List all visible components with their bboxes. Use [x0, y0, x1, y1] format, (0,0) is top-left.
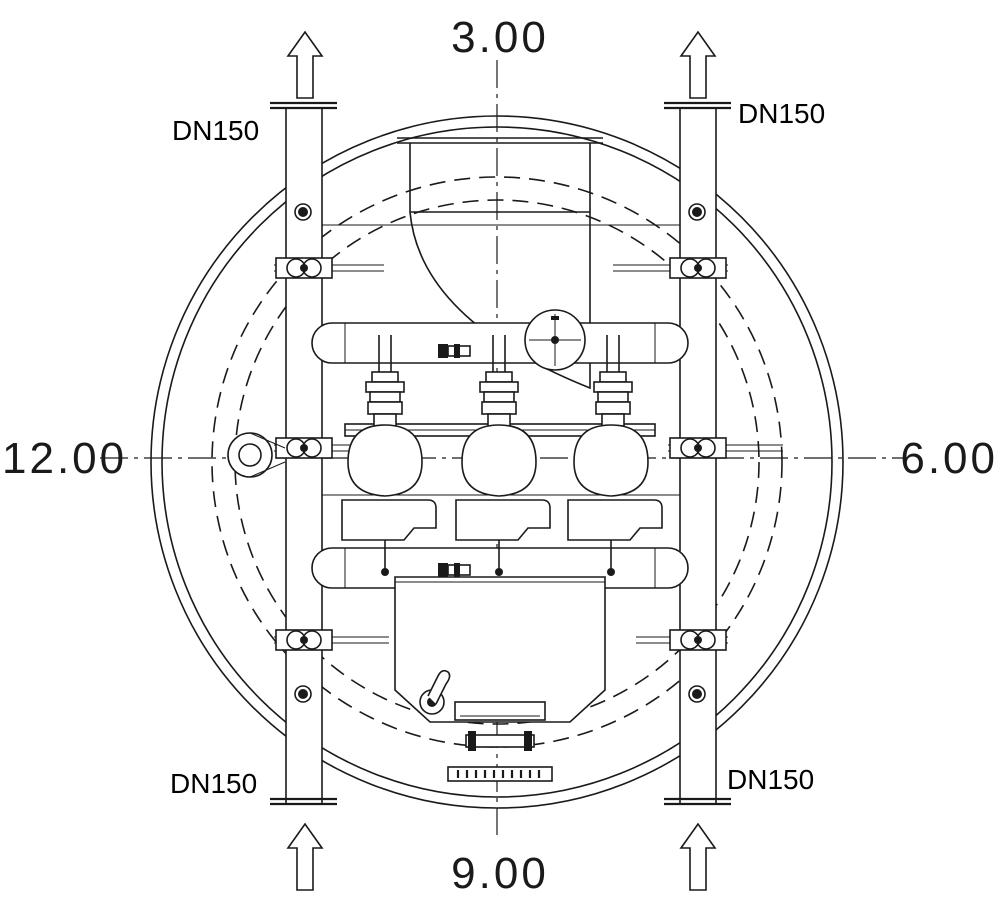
- pump-3: [567, 335, 663, 576]
- manifold-valve-lower-icon: [438, 563, 471, 577]
- orientation-label-right: 6.00: [900, 434, 998, 483]
- chamber-dashed-ring-outer: [211, 176, 783, 748]
- top-hopper: [397, 137, 603, 390]
- outlet-arrow-left-icon: [286, 30, 324, 99]
- pipe-label-outlet-right: DN150: [738, 98, 825, 129]
- tank-valve-handle-icon: [419, 669, 451, 715]
- anchor-bolts: [294, 203, 706, 703]
- pipe-label-inlet-left: DN150: [170, 768, 257, 799]
- pipe-label-inlet-right: DN150: [727, 764, 814, 795]
- pipe-label-outlet-left: DN150: [172, 115, 259, 146]
- outlet-arrow-right-icon: [679, 30, 717, 99]
- pump-2: [455, 335, 551, 576]
- rail-brackets: [274, 257, 783, 651]
- bottom-tank: [394, 576, 606, 723]
- pressure-gauge-icon: [524, 309, 586, 371]
- ladder: [447, 766, 553, 782]
- manifold-valve-upper-icon: [438, 344, 471, 358]
- discharge-manifold: [311, 322, 689, 364]
- orientation-label-left: 12.00: [2, 434, 127, 483]
- inlet-arrow-right-icon: [679, 822, 717, 891]
- access-handle: [465, 731, 535, 751]
- inlet-arrow-left-icon: [286, 822, 324, 891]
- pump-1: [341, 335, 437, 576]
- orientation-label-top: 3.00: [451, 13, 549, 62]
- orientation-label-bottom: 9.00: [451, 849, 549, 898]
- side-inlet-nozzle: [227, 432, 286, 478]
